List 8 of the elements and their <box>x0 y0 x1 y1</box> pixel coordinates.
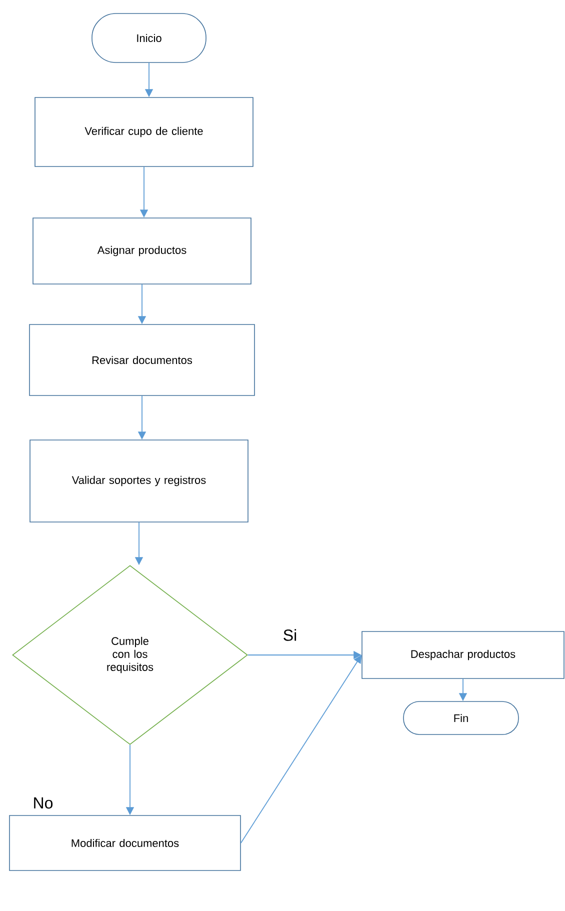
process-box: Validar soportes y registros <box>30 440 248 522</box>
process-box: Despachar productos <box>362 631 564 679</box>
process-box: Revisar documentos <box>29 324 255 396</box>
process-box: Verificar cupo de cliente <box>34 97 254 167</box>
process-box: Modificar documentos <box>9 815 241 871</box>
edge-label: Si <box>282 628 298 642</box>
process-box: Asignar productos <box>32 218 252 284</box>
edge-label: No <box>32 796 54 810</box>
